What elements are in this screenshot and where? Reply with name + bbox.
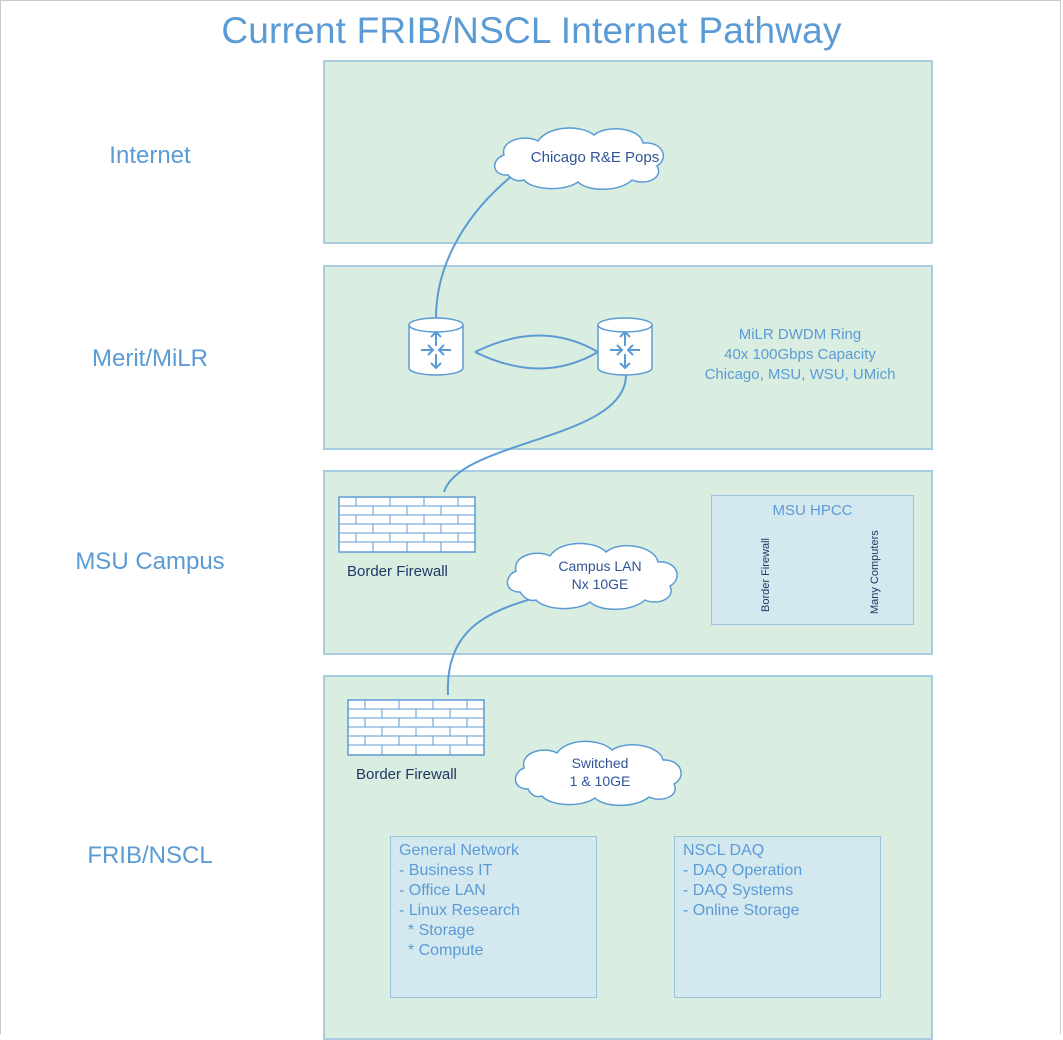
hpcc-computers-label: Many Computers [869, 530, 881, 614]
general-network-title: General Network [399, 842, 520, 859]
switched-cloud-icon [514, 740, 682, 807]
general-network-item: - Business IT [399, 862, 493, 879]
switched-label-line2: 1 & 10GE [569, 773, 631, 789]
switched-label-line1: Switched [571, 755, 629, 771]
layer-label-internet: Internet [109, 142, 191, 169]
chicago-cloud-icon [494, 127, 665, 190]
nscl-daq-item: - Online Storage [683, 902, 800, 919]
link-router-ring-bottom [474, 351, 599, 370]
general-network-item: - Linux Research [399, 902, 520, 919]
nscl-daq-item: - DAQ Systems [683, 882, 794, 899]
router-1-icon [408, 317, 464, 376]
nscl-daq-item: - DAQ Operation [683, 862, 803, 879]
frib-firewall-icon [347, 699, 485, 756]
milr-note: MiLR DWDM Ring 40x 100Gbps Capacity Chic… [680, 325, 920, 385]
layer-label-merit: Merit/MiLR [91, 345, 208, 372]
milr-note-line3: Chicago, MSU, WSU, UMich [704, 366, 896, 383]
chicago-cloud-label: Chicago R&E Pops [530, 149, 660, 166]
campus-lan-cloud-icon [506, 542, 678, 610]
link-router2-to-campus-fw [443, 374, 627, 493]
nscl-daq-box: NSCL DAQ - DAQ Operation - DAQ Systems -… [674, 836, 881, 998]
page-title: Current FRIB/NSCL Internet Pathway [221, 10, 842, 51]
milr-note-line2: 40x 100Gbps Capacity [724, 346, 876, 363]
layer-label-campus: MSU Campus [75, 548, 225, 575]
layer-label-frib: FRIB/NSCL [87, 842, 213, 869]
frib-firewall-label: Border Firewall [356, 766, 457, 783]
link-router-ring-top [474, 334, 599, 353]
campus-lan-label-line1: Campus LAN [558, 558, 642, 574]
milr-note-line1: MiLR DWDM Ring [738, 326, 862, 343]
campus-firewall-label: Border Firewall [347, 563, 448, 580]
hpcc-box: MSU HPCC [711, 495, 914, 625]
hpcc-firewall-label: Border Firewall [760, 538, 772, 612]
general-network-item: * Compute [399, 942, 484, 959]
hpcc-title: MSU HPCC [772, 502, 853, 519]
general-network-box: General Network - Business IT - Office L… [390, 836, 597, 998]
link-chicago-to-router1 [435, 174, 514, 319]
campus-firewall-icon [338, 496, 476, 553]
general-network-item: - Office LAN [399, 882, 486, 899]
link-campus-lan-to-frib-fw [446, 591, 556, 696]
router-2-icon [597, 317, 653, 376]
nscl-daq-title: NSCL DAQ [683, 842, 765, 859]
campus-lan-label-line2: Nx 10GE [571, 576, 629, 592]
general-network-item: * Storage [399, 922, 475, 939]
